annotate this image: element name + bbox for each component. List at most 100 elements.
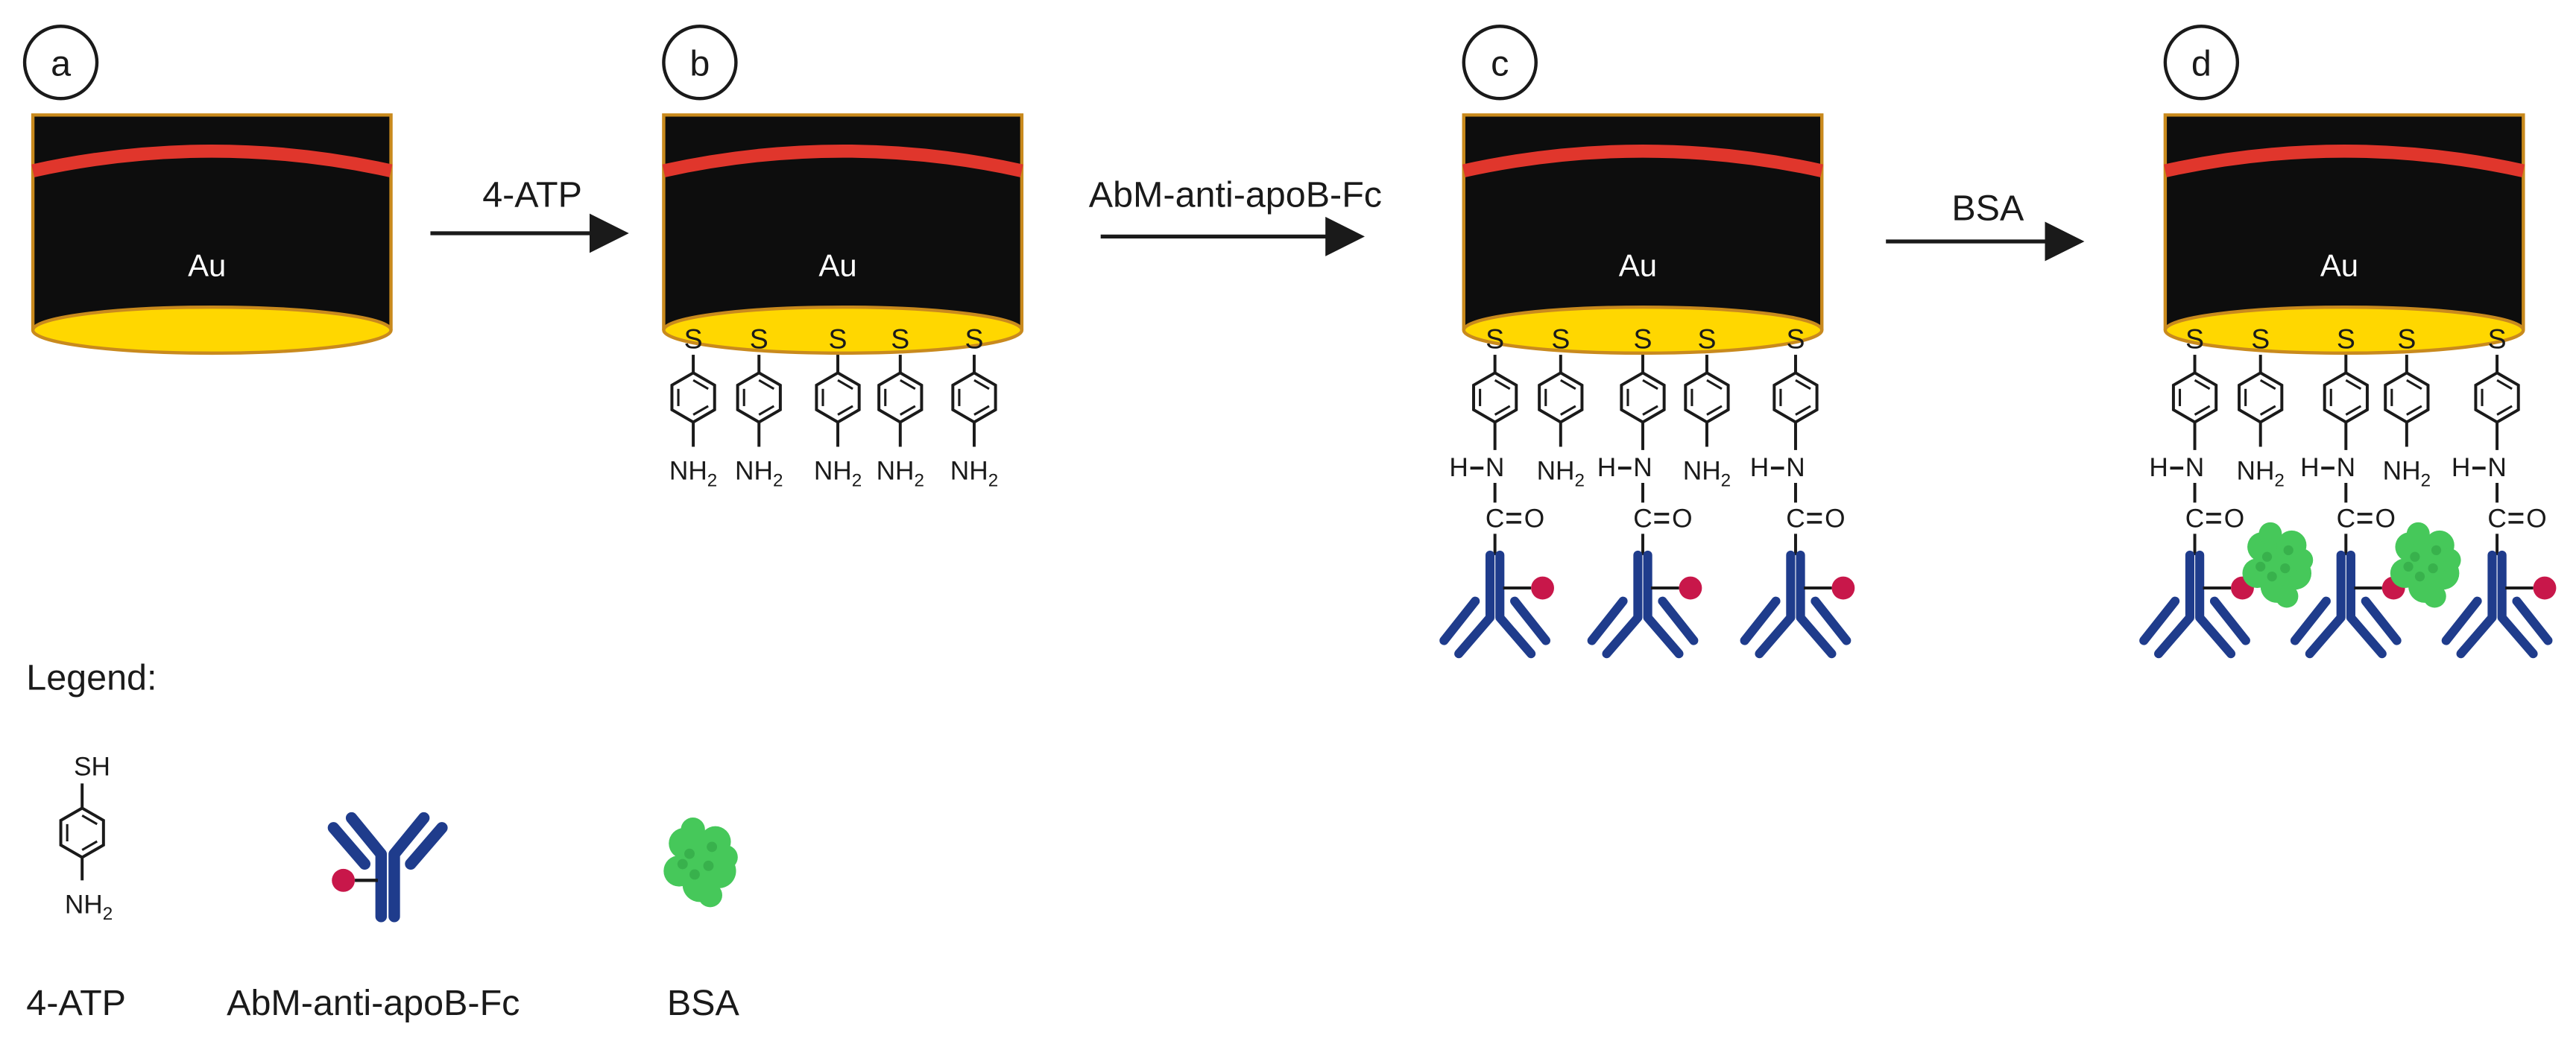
antibody-icon xyxy=(327,812,448,923)
benzene-double-bond xyxy=(2194,405,2211,416)
electrode-band xyxy=(2163,145,2525,177)
antibody-light-left xyxy=(2139,596,2180,645)
electrode-label: Au xyxy=(1619,247,1657,282)
arrow-label: AbM-anti-apoB-Fc xyxy=(1089,175,1382,215)
legend-label: 4-ATP xyxy=(26,983,126,1023)
bsa-lobe xyxy=(2275,584,2299,608)
bsa-lobe xyxy=(681,818,705,842)
benzene-double-bond xyxy=(2496,379,2513,390)
antibody-tag xyxy=(1679,576,1702,600)
electrode: Au xyxy=(31,113,393,355)
bsa-texture xyxy=(684,848,695,859)
bsa-texture xyxy=(703,860,714,871)
thiol-group: SH xyxy=(74,752,110,781)
electrode-label: Au xyxy=(2320,247,2358,282)
amine-group: NH2 xyxy=(2383,457,2431,491)
benzene-double-bond xyxy=(1706,405,1723,416)
panel-letter-text: b xyxy=(689,43,710,83)
legend-title: Legend: xyxy=(26,658,157,698)
benzene-double-bond xyxy=(758,379,775,390)
antibody-tag xyxy=(1831,576,1855,600)
electrode-label: Au xyxy=(188,247,226,282)
reaction-arrow: AbM-anti-apoB-Fc xyxy=(1089,175,1382,256)
sulfur-atom: S xyxy=(891,323,909,354)
electrode: Au xyxy=(2163,113,2525,355)
antibody-light-left xyxy=(1439,596,1480,645)
antibody-heavy-right xyxy=(1796,550,1837,659)
sulfur-atom: S xyxy=(829,323,847,354)
electrode-band xyxy=(31,145,393,177)
oxygen-atom: O xyxy=(1825,504,1845,533)
antibody-light-right xyxy=(1658,596,1699,645)
amine-group: NH2 xyxy=(1537,457,1585,491)
panel-letter-text: d xyxy=(2191,43,2212,83)
antibody-light-right xyxy=(2361,596,2402,645)
bsa-texture xyxy=(2431,545,2442,555)
bsa-lobe xyxy=(698,882,722,908)
hydrogen-atom: H xyxy=(1449,453,1468,482)
amine-group: NH2 xyxy=(950,457,998,491)
legend-label: BSA xyxy=(667,983,740,1023)
amine-group: NH2 xyxy=(814,457,862,491)
antibody-light-left xyxy=(2290,596,2331,645)
antibody-light-right xyxy=(1510,596,1551,645)
bsa-icon xyxy=(663,818,738,908)
benzene-double-bond xyxy=(758,405,775,416)
carbon-atom: C xyxy=(2487,504,2506,533)
antibody-light-right xyxy=(2512,596,2553,645)
benzene-double-bond xyxy=(1706,379,1723,390)
hydrogen-atom: H xyxy=(1750,453,1769,482)
benzene-double-bond xyxy=(900,405,916,416)
electrode: Au xyxy=(662,113,1024,355)
panel-letter-circle xyxy=(662,25,738,101)
nitrogen-atom: N xyxy=(2185,453,2204,482)
benzene-double-bond xyxy=(81,814,98,826)
benzene-double-bond xyxy=(837,405,853,416)
benzene-double-bond xyxy=(1494,405,1511,416)
bsa-texture xyxy=(2280,563,2291,574)
nitrogen-atom: N xyxy=(1633,453,1652,482)
benzene-double-bond xyxy=(1494,379,1511,390)
atp-molecule: S NH2 xyxy=(669,323,717,490)
hydrogen-atom: H xyxy=(2452,453,2470,482)
amine-group: NH2 xyxy=(669,457,717,491)
gold-surface xyxy=(31,305,393,355)
panel-letter-circle xyxy=(22,25,99,101)
panel-letter: d xyxy=(2163,25,2240,101)
bsa-texture xyxy=(2267,571,2277,582)
electrode-label: Au xyxy=(818,247,856,282)
bsa-texture xyxy=(677,858,688,870)
bsa-texture xyxy=(2261,551,2273,562)
reaction-arrow: 4-ATP xyxy=(430,175,629,253)
hydrogen-atom: H xyxy=(2300,453,2319,482)
hydrogen-atom: H xyxy=(2149,453,2168,482)
benzene-double-bond xyxy=(2259,379,2276,390)
sulfur-atom: S xyxy=(2251,323,2270,354)
gold-surface xyxy=(662,305,1024,355)
sulfur-atom: S xyxy=(1697,323,1716,354)
sulfur-atom: S xyxy=(2185,323,2204,354)
carbon-atom: C xyxy=(1486,504,1504,533)
antibody-heavy-right xyxy=(2346,550,2387,659)
benzene-double-bond xyxy=(2194,379,2211,390)
nitrogen-atom: N xyxy=(2337,453,2355,482)
benzene-double-bond xyxy=(2259,405,2276,416)
bsa-texture xyxy=(2403,561,2414,572)
sulfur-atom: S xyxy=(2397,323,2416,354)
amine-group: NH2 xyxy=(1683,457,1731,491)
antibody-light-left xyxy=(2441,596,2482,645)
antibody-tag xyxy=(2533,576,2557,600)
bsa-texture xyxy=(2414,571,2425,582)
amine-group: NH2 xyxy=(735,457,783,491)
sulfur-atom: S xyxy=(684,323,703,354)
